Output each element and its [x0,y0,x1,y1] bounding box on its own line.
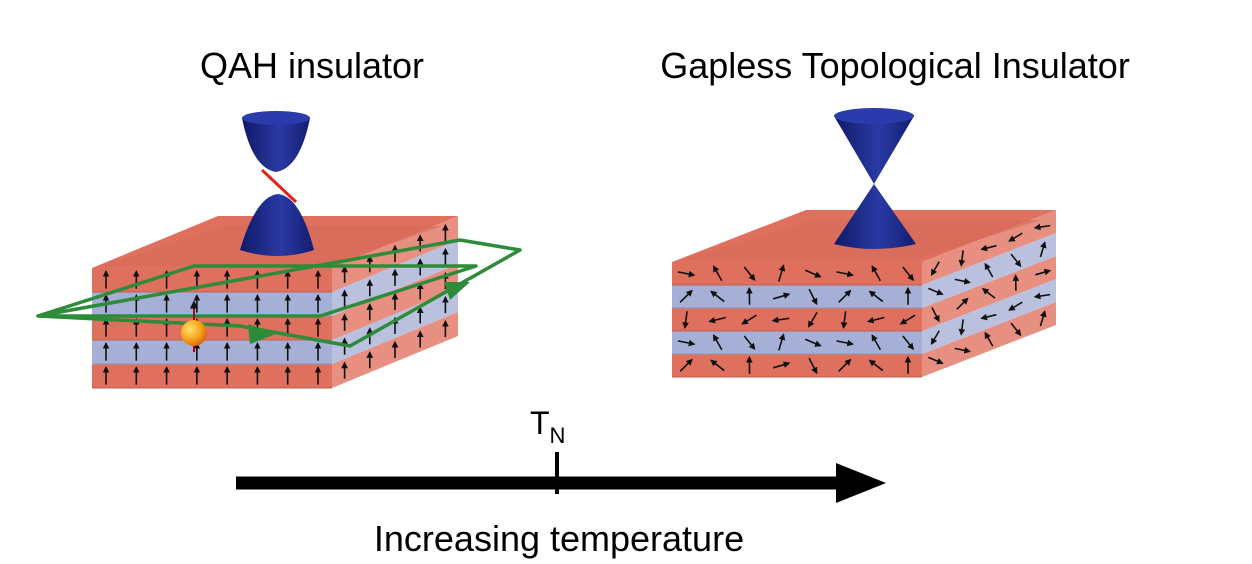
slab-front-face [92,340,332,364]
spin-arrow [743,335,756,351]
spin-arrow [808,288,818,306]
spin-arrow [679,289,693,303]
right-layer-stack [672,210,1056,378]
slab-front-face [672,331,922,354]
left-panel-title: QAH insulator [200,45,424,86]
spin-arrow [902,335,914,351]
edge-current-arrow-front [248,324,276,344]
slab-front-face [672,262,922,285]
spin-arrow [866,316,885,324]
slab-front-face [672,354,922,377]
spin-arrow [838,289,852,303]
spin-arrow [980,313,997,321]
spin-arrow [984,331,994,347]
spin-arrow [958,250,966,267]
slab-front-face [92,364,332,388]
spin-arrow [899,314,916,325]
neel-temperature-label: TN [530,405,565,448]
spin-arrow [804,338,822,347]
neel-temperature-label-sub: N [550,423,566,448]
spin-arrow [1039,310,1047,327]
spin-arrow [772,292,791,300]
upper-band-cone [242,114,310,172]
temperature-axis-arrowhead [836,463,886,503]
band-gap-line [260,168,298,204]
spin-arrow [808,357,818,375]
slab-front-face [672,308,922,331]
left-stack-overlays [36,111,522,352]
spin-arrow [836,339,855,347]
spin-arrow [682,311,689,330]
spin-arrow [778,264,786,282]
temperature-axis-label: Increasing temperature [374,518,744,559]
spin-arrow [954,347,971,354]
spin-arrow [981,288,996,299]
spin-arrow [804,269,822,278]
spin-arrow [836,270,855,278]
upper-dirac-cone [834,111,914,184]
spin-arrow [956,297,969,310]
spin-arrow [1010,253,1022,268]
spin-arrow [741,314,757,325]
slab-front-face [672,285,922,308]
lower-band-cone [240,194,314,256]
spin-arrow [710,290,725,303]
left-layer-stack [92,216,458,389]
spin-arrow [807,311,818,328]
spin-arrow [708,316,726,324]
spin-arrow [1033,292,1051,300]
right-panel-title: Gapless Topological Insulator [660,45,1130,86]
spin-arrow [778,333,786,351]
spin-arrow [1039,241,1047,258]
lower-dirac-cone [834,184,916,249]
chiral-edge-loop [36,264,478,318]
spin-arrow [871,334,882,351]
spin-arrow [710,359,725,372]
spin-arrow [871,265,882,282]
spin-arrow [1035,268,1052,276]
spin-arrow [1010,322,1022,337]
spin-arrow [868,359,884,372]
spin-arrow [928,287,944,296]
spin-arrow [930,261,940,277]
spin-arrow [1008,301,1023,311]
upper-band-rim [242,111,310,125]
right-stack-overlays [834,108,916,249]
spin-arrow [954,278,971,285]
spin-arrow [679,358,693,372]
edge-current-arrow-side [444,282,470,300]
neel-temperature-label-main: T [530,405,550,441]
spin-arrow [1033,223,1051,231]
spin-arrow [902,266,914,282]
temperature-axis: TN Increasing temperature [236,405,886,559]
spin-arrow [980,244,997,252]
spin-arrow [677,339,696,347]
spin-arrow [984,262,994,278]
spin-arrow [677,270,696,278]
spin-arrow [840,311,848,330]
spin-arrow [771,316,790,324]
upper-dirac-rim [834,108,914,124]
spin-arrow [838,358,852,372]
spin-arrow [931,307,940,323]
chiral-edge-path [36,238,522,348]
spin-arrow [712,334,723,351]
spin-arrow [928,356,944,365]
spin-arrow [930,330,940,346]
electron-ball [181,320,207,346]
spin-arrow [1008,232,1023,242]
spin-arrow [958,319,966,336]
spin-arrow [772,361,791,369]
spin-arrow [712,265,723,282]
spin-arrow [743,266,756,282]
spin-arrow [868,290,884,303]
slab-front-face [92,292,332,316]
